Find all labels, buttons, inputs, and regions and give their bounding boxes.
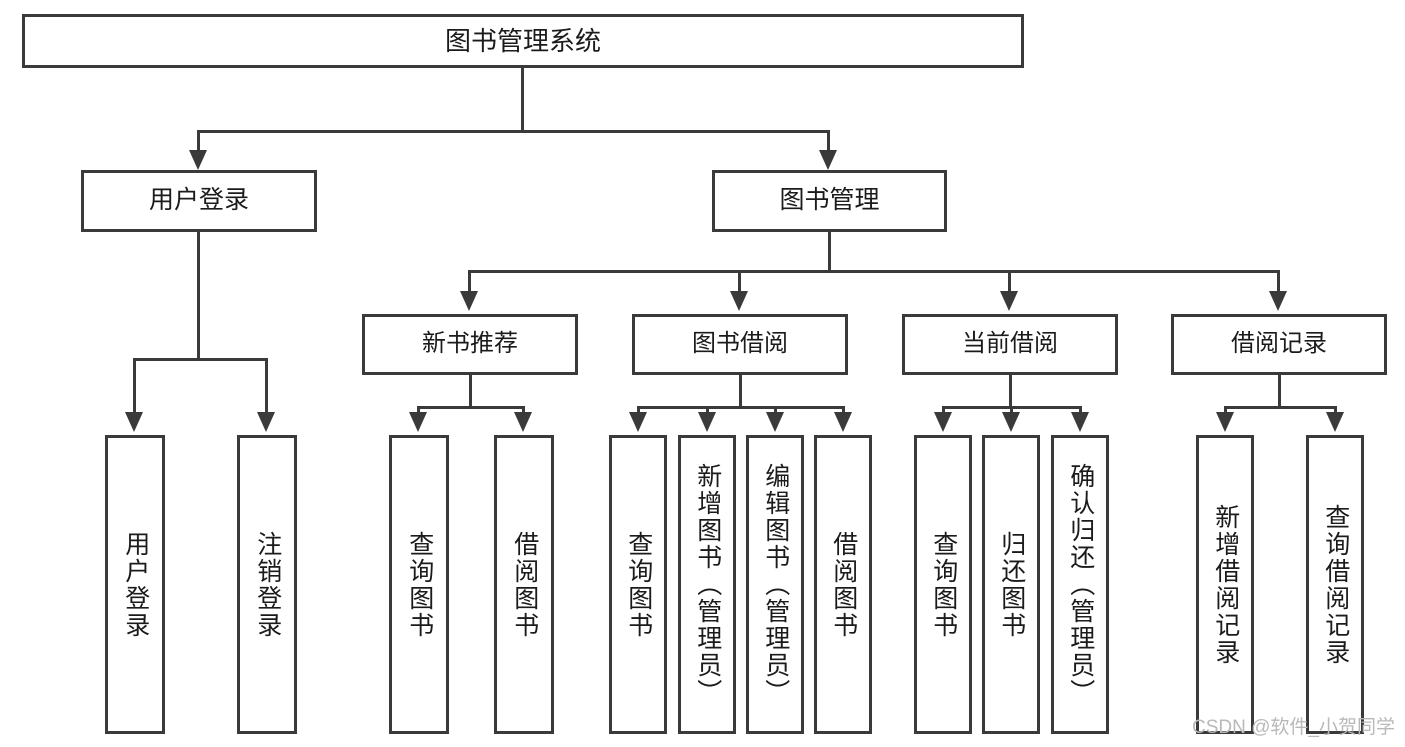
connector-borrow-drop-1	[637, 406, 640, 416]
leaf-borrow-borrow-book[interactable]: 借阅图书	[814, 435, 872, 734]
node-label: 归还图书	[997, 530, 1026, 639]
connector-book-manage-drop-4	[1277, 270, 1280, 294]
connector-book-manage-stem	[828, 232, 831, 272]
connector-record-drop-2	[1334, 406, 1337, 416]
leaf-current-query-book[interactable]: 查询图书	[914, 435, 972, 734]
connector-root-stem	[521, 68, 524, 132]
connector-borrow-drop-3	[774, 406, 777, 416]
connector-record-bus	[1224, 406, 1337, 409]
arrowhead-recommend-leaf-1	[409, 412, 427, 432]
leaf-current-confirm-return-admin[interactable]: 确认归还（管理员）	[1051, 435, 1109, 734]
node-root-system[interactable]: 图书管理系统	[22, 14, 1024, 68]
arrowhead-current-leaf-2	[1002, 412, 1020, 432]
leaf-borrow-query-book[interactable]: 查询图书	[609, 435, 667, 734]
connector-current-drop-1	[942, 406, 945, 416]
arrowhead-to-new-book-recommend	[460, 291, 478, 311]
arrowhead-borrow-leaf-1	[629, 412, 647, 432]
node-label: 图书管理	[779, 186, 880, 215]
arrowhead-borrow-leaf-2	[698, 412, 716, 432]
connector-record-stem	[1278, 375, 1281, 408]
arrowhead-borrow-leaf-4	[834, 412, 852, 432]
arrowhead-recommend-leaf-2	[514, 412, 532, 432]
arrowhead-user-login-leaf-2	[257, 412, 275, 432]
arrowhead-current-leaf-1	[934, 412, 952, 432]
node-label: 查询借阅记录	[1321, 503, 1350, 666]
leaf-recommend-borrow-book[interactable]: 借阅图书	[494, 435, 554, 734]
leaf-borrow-edit-book-admin[interactable]: 编辑图书（管理员）	[746, 435, 804, 734]
connector-user-login-stem	[197, 232, 200, 360]
arrowhead-record-leaf-1	[1216, 412, 1234, 432]
connector-current-drop-3	[1079, 406, 1082, 416]
connector-borrow-drop-4	[842, 406, 845, 416]
connector-root-bus	[197, 130, 829, 133]
connector-user-login-drop-1	[133, 358, 136, 415]
leaf-record-add-record[interactable]: 新增借阅记录	[1196, 435, 1254, 734]
connector-root-drop-2	[827, 130, 830, 155]
connector-book-manage-drop-1	[468, 270, 471, 294]
node-label: 确认归还（管理员）	[1066, 463, 1095, 706]
node-label: 查询图书	[405, 530, 434, 639]
node-label: 注销登录	[253, 530, 282, 639]
arrowhead-current-leaf-3	[1071, 412, 1089, 432]
connector-user-login-drop-2	[265, 358, 268, 415]
arrowhead-root-to-user-login	[189, 150, 207, 170]
leaf-record-query-record[interactable]: 查询借阅记录	[1306, 435, 1364, 734]
connector-book-manage-drop-3	[1008, 270, 1011, 294]
connector-current-stem	[1009, 375, 1012, 408]
node-label: 编辑图书（管理员）	[761, 463, 790, 706]
leaf-user-login-login[interactable]: 用户登录	[105, 435, 165, 734]
arrowhead-root-to-book-manage	[819, 150, 837, 170]
connector-recommend-drop-1	[417, 406, 420, 416]
node-label: 查询图书	[624, 530, 653, 639]
arrowhead-to-book-borrow	[730, 291, 748, 311]
connector-record-drop-1	[1224, 406, 1227, 416]
node-label: 新书推荐	[422, 330, 518, 358]
leaf-current-return-book[interactable]: 归还图书	[982, 435, 1040, 734]
node-book-borrow[interactable]: 图书借阅	[632, 314, 848, 375]
node-label: 用户登录	[148, 186, 249, 215]
node-label: 借阅记录	[1231, 330, 1327, 358]
connector-borrow-bus	[637, 406, 845, 409]
connector-borrow-drop-2	[706, 406, 709, 416]
arrowhead-to-borrow-record	[1269, 291, 1287, 311]
node-label: 图书借阅	[692, 330, 788, 358]
leaf-borrow-add-book-admin[interactable]: 新增图书（管理员）	[678, 435, 736, 734]
node-new-book-recommend[interactable]: 新书推荐	[362, 314, 578, 375]
node-label: 借阅图书	[510, 530, 539, 639]
connector-user-login-bus	[133, 358, 268, 361]
arrowhead-to-current-borrow	[1000, 291, 1018, 311]
node-book-management[interactable]: 图书管理	[712, 170, 947, 232]
connector-current-drop-2	[1010, 406, 1013, 416]
leaf-recommend-query-book[interactable]: 查询图书	[389, 435, 449, 734]
node-label: 图书管理系统	[444, 25, 601, 56]
node-label: 借阅图书	[829, 530, 858, 639]
connector-recommend-drop-2	[522, 406, 525, 416]
node-borrow-record[interactable]: 借阅记录	[1171, 314, 1387, 375]
connector-book-manage-bus	[468, 270, 1280, 273]
node-label: 新增借阅记录	[1211, 503, 1240, 666]
arrowhead-record-leaf-2	[1326, 412, 1344, 432]
node-user-login[interactable]: 用户登录	[81, 170, 317, 232]
node-current-borrow[interactable]: 当前借阅	[902, 314, 1118, 375]
arrowhead-borrow-leaf-3	[766, 412, 784, 432]
arrowhead-user-login-leaf-1	[125, 412, 143, 432]
leaf-user-login-logout[interactable]: 注销登录	[237, 435, 297, 734]
node-label: 当前借阅	[962, 330, 1058, 358]
connector-book-manage-drop-2	[738, 270, 741, 294]
connector-borrow-stem	[739, 375, 742, 408]
node-label: 用户登录	[121, 530, 150, 639]
node-label: 查询图书	[929, 530, 958, 639]
connector-recommend-bus	[417, 406, 525, 409]
node-label: 新增图书（管理员）	[693, 463, 722, 706]
connector-root-drop-1	[197, 130, 200, 155]
connector-recommend-stem	[469, 375, 472, 408]
